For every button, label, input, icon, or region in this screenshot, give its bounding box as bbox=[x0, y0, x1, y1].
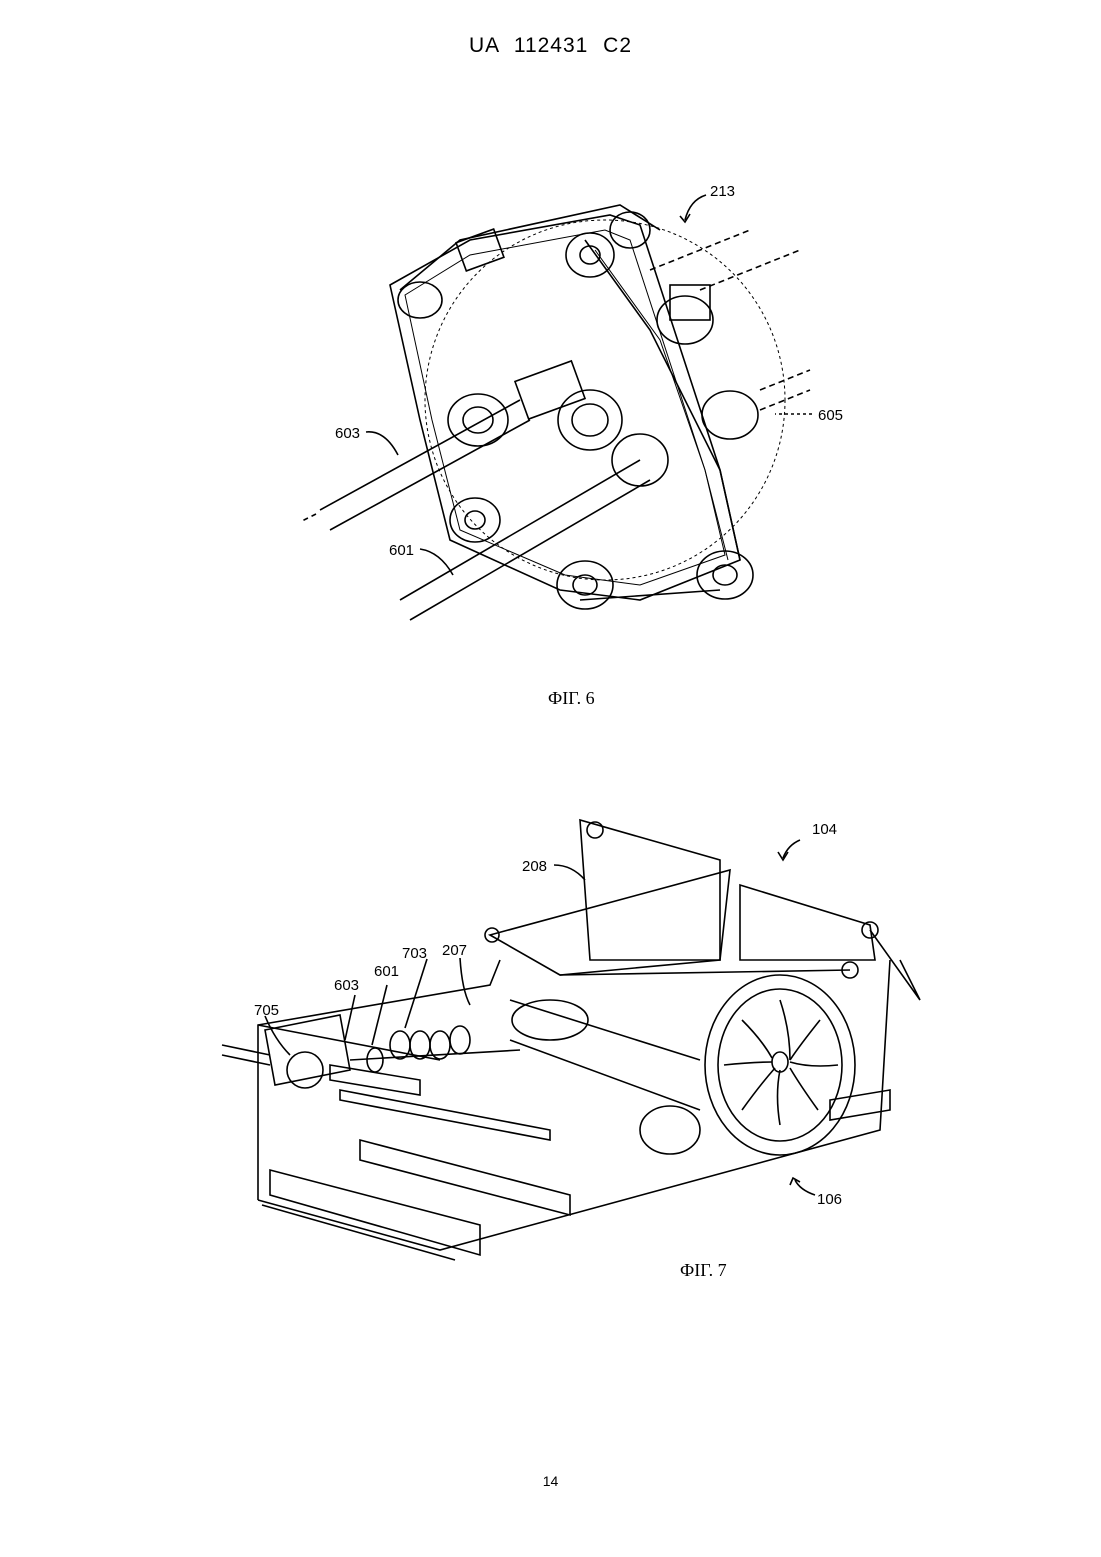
figure-7-caption: ФІГ. 7 bbox=[680, 1260, 727, 1281]
fig7-label-703: 703 bbox=[402, 945, 427, 962]
fig7-label-207: 207 bbox=[442, 942, 467, 959]
fig7-label-603: 603 bbox=[334, 977, 359, 994]
fig7-label-705: 705 bbox=[254, 1002, 279, 1019]
fig7-label-106: 106 bbox=[817, 1191, 842, 1208]
fig7-label-208: 208 bbox=[522, 858, 547, 875]
page-number: 14 bbox=[0, 1473, 1101, 1489]
fig7-label-601: 601 bbox=[374, 963, 399, 980]
fig7-label-104: 104 bbox=[812, 821, 837, 838]
